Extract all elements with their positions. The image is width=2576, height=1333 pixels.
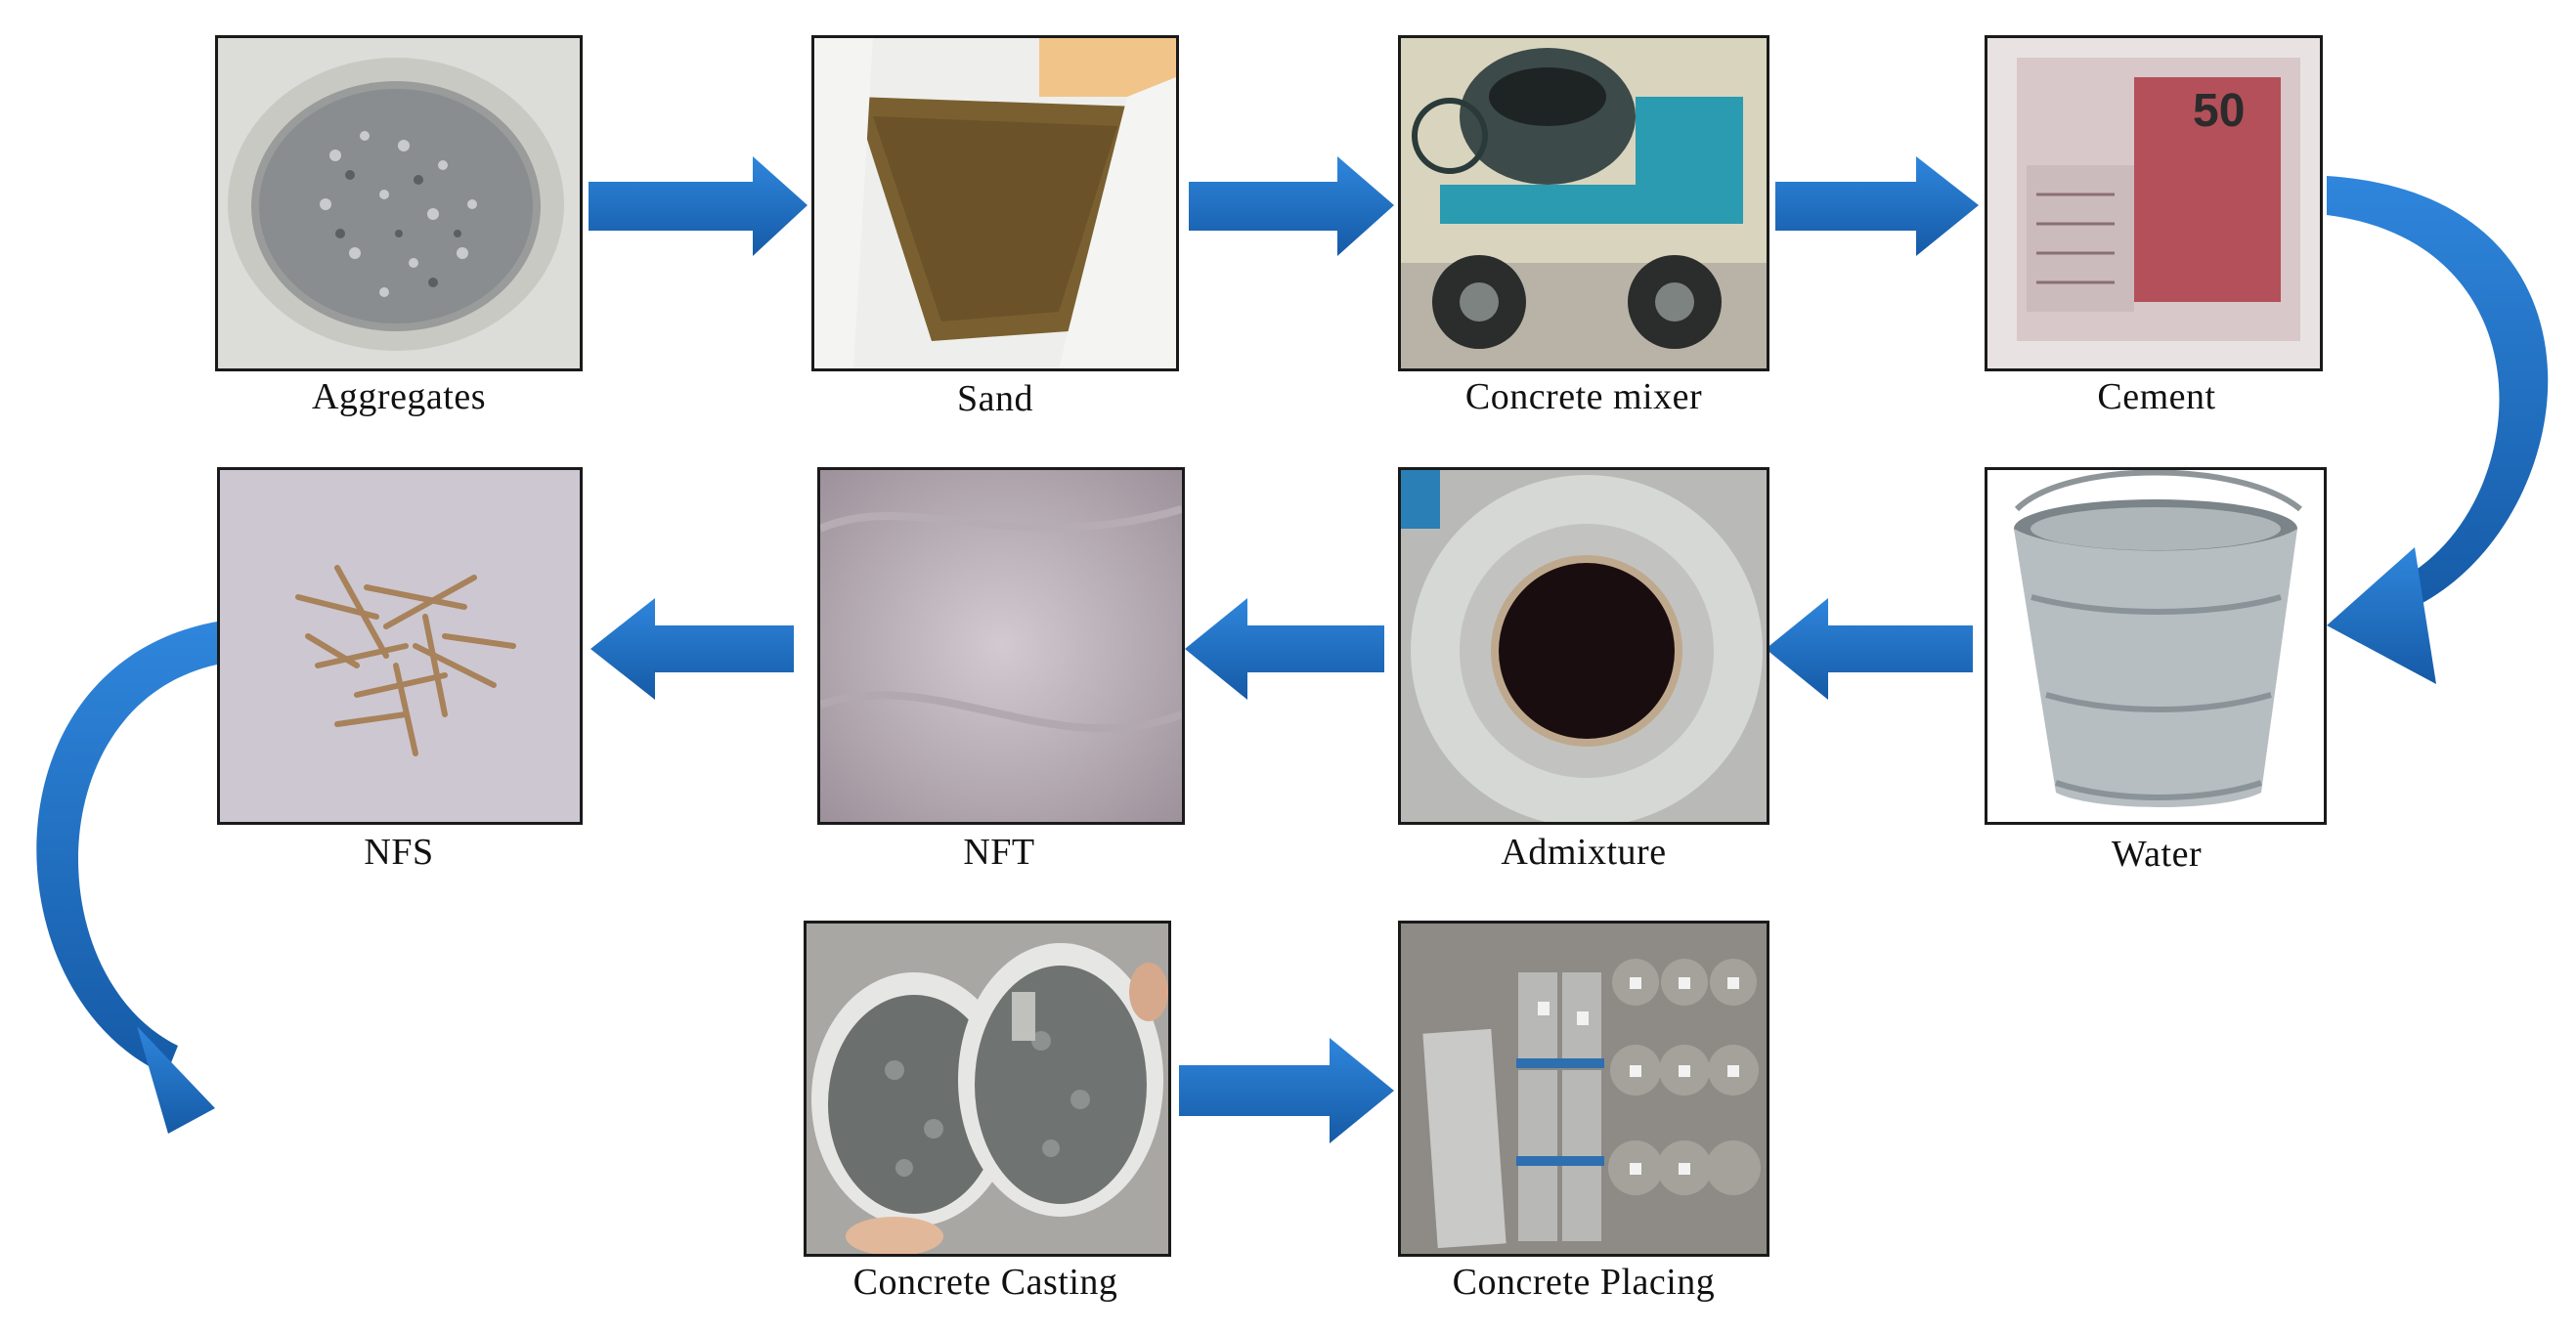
caption-admixture: Admixture [1501, 832, 1667, 873]
aggregates-photo [215, 35, 583, 371]
water-photo [1985, 467, 2327, 825]
caption-cement: Cement [2097, 376, 2216, 417]
concrete-casting-image [807, 924, 1168, 1254]
caption-water: Water [2111, 834, 2203, 875]
nft-image [820, 470, 1182, 822]
concrete-mixer-image [1401, 38, 1767, 368]
caption-nfs: NFS [364, 832, 434, 873]
cement-image: 50 [1987, 38, 2320, 368]
arrow-mixer-to-cement [1775, 156, 1979, 256]
arrow-nft-to-nfs [590, 598, 794, 700]
concrete-mixer-photo [1398, 35, 1769, 371]
nft-photo [817, 467, 1185, 825]
svg-text:50: 50 [2193, 85, 2245, 137]
admixture-image [1401, 470, 1767, 822]
caption-nft: NFT [963, 832, 1035, 873]
caption-aggregates: Aggregates [311, 376, 487, 417]
caption-concrete-mixer: Concrete mixer [1464, 376, 1703, 417]
nfs-image [220, 470, 580, 822]
caption-concrete-placing: Concrete Placing [1452, 1262, 1716, 1303]
arrow-aggregates-to-sand [589, 156, 808, 256]
arrow-cement-to-water-head [2327, 547, 2436, 684]
concrete-casting-photo [804, 921, 1171, 1257]
concrete-placing-image [1401, 924, 1767, 1254]
cement-photo: 50 [1985, 35, 2323, 371]
sand-image [814, 38, 1176, 368]
arrow-nfs-down [36, 622, 217, 1075]
arrow-nfs-down-head [137, 1026, 215, 1134]
nfs-photo [217, 467, 583, 825]
arrow-sand-to-mixer [1189, 156, 1394, 256]
caption-sand: Sand [957, 378, 1033, 419]
concrete-placing-photo [1398, 921, 1769, 1257]
water-image [1987, 470, 2324, 822]
caption-concrete-casting: Concrete Casting [852, 1262, 1118, 1303]
sand-photo [811, 35, 1179, 371]
arrow-cement-to-water [2327, 176, 2549, 616]
arrow-water-to-admixture [1766, 598, 1973, 700]
arrow-admixture-to-nft [1185, 598, 1384, 700]
arrow-casting-to-placing [1179, 1038, 1394, 1143]
aggregates-image [218, 38, 580, 368]
admixture-photo [1398, 467, 1769, 825]
